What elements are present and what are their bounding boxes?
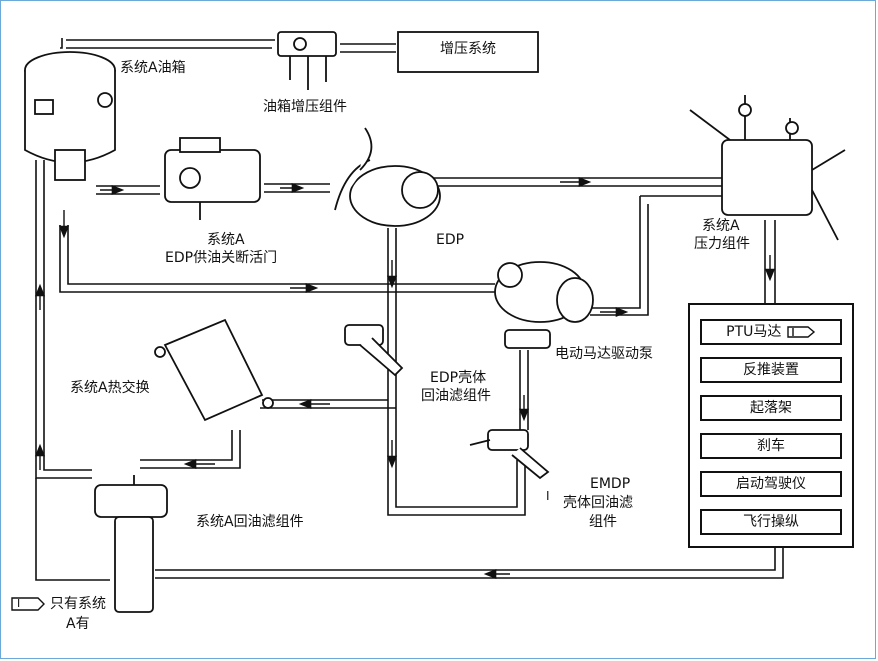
label-edp-valve-2: EDP供油关断活门 <box>165 250 278 266</box>
pressure-module-icon <box>689 95 846 241</box>
label-pressure-module-1: 系统A <box>702 218 740 234</box>
label-note-2: A有 <box>66 616 90 632</box>
note-tag-icon <box>11 597 45 611</box>
pressurization-module-icon <box>277 31 337 90</box>
edp-icon <box>334 127 441 227</box>
panel-item-ptu-label: PTU马达 <box>726 324 782 340</box>
label-emdp-filter-3: 组件 <box>589 514 617 530</box>
line-pressurization-1 <box>60 38 63 49</box>
label-pressure-module-2: 压力组件 <box>694 236 750 252</box>
label-pressurization-module: 油箱增压组件 <box>263 99 347 115</box>
label-edp-valve-1: 系统A <box>207 232 245 248</box>
line-return-bottom-left <box>35 478 110 581</box>
line-users-return-a <box>155 548 776 571</box>
edp-shutoff-valve-icon <box>164 137 261 220</box>
emdp-case-filter-icon <box>469 429 550 480</box>
line-supply-emdp-a <box>59 225 495 293</box>
label-return-filter: 系统A回油滤组件 <box>196 514 304 530</box>
ptu-tag-icon <box>787 326 815 338</box>
line-return-left-a <box>43 160 92 471</box>
line-supply-emdp-b <box>67 225 495 285</box>
tag-symbols <box>11 597 45 611</box>
label-emdp-filter-2: 壳体回油滤 <box>563 495 633 511</box>
panel-item-landing-gear: 起落架 <box>700 395 842 421</box>
edp-case-filter-icon <box>344 324 404 377</box>
line-emdp-to-pm-b <box>590 204 649 316</box>
pressurization-system-box <box>397 31 539 73</box>
panel-item-autopilot: 启动驾驶仪 <box>700 471 842 497</box>
panel-item-thrust-reverser: 反推装置 <box>700 357 842 383</box>
note-tag-letter: I <box>17 597 21 610</box>
flow-arrows <box>34 176 776 580</box>
line-users-return-b <box>155 548 784 579</box>
reservoir-icon <box>24 51 116 181</box>
panel-item-brakes: 刹车 <box>700 433 842 459</box>
label-emdp: 电动马达驱动泵 <box>555 346 653 362</box>
label-edp: EDP <box>436 232 465 248</box>
hydraulic-lines <box>35 38 784 581</box>
label-edp-filter-1: EDP壳体 <box>430 370 487 386</box>
components <box>24 31 846 613</box>
panel-item-flight-controls: 飞行操纵 <box>700 509 842 535</box>
label-emdp-tag: I <box>546 489 550 503</box>
line-emdp-to-pm-a <box>640 195 731 208</box>
label-note-1: 只有系统 <box>50 596 106 612</box>
label-reservoir: 系统A油箱 <box>120 60 186 76</box>
heat-exchanger-icon <box>154 318 274 422</box>
line-emdp-to-pm-c <box>590 196 641 309</box>
line-edp-case-drain-a <box>387 228 526 516</box>
line-hx-return-b <box>140 430 233 461</box>
label-emdp-filter-1: EMDP <box>590 476 631 492</box>
return-filter-icon <box>94 475 168 613</box>
label-heat-exchanger: 系统A热交换 <box>70 380 150 396</box>
panel-item-ptu: PTU马达 <box>700 319 842 345</box>
label-edp-filter-2: 回油滤组件 <box>421 388 491 404</box>
line-hx-return-a <box>140 430 241 469</box>
emdp-icon <box>494 261 594 349</box>
hydraulic-users-panel: PTU马达 反推装置 起落架 刹车 启动驾驶仪 飞行操纵 <box>688 303 854 548</box>
label-pressurization-system: 增压系统 <box>440 41 496 57</box>
